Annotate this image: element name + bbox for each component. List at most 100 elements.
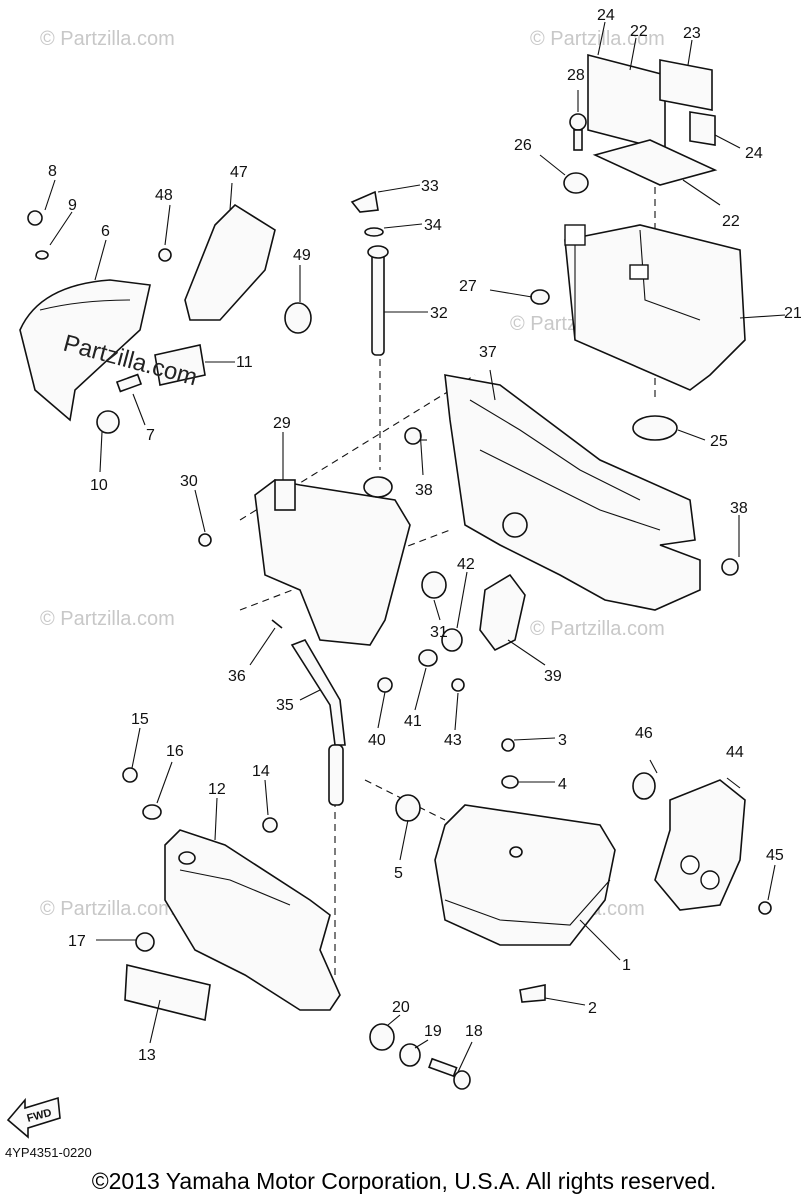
callout-labels: 24 22 23 24 22 28 26 27 21 25 8 9 6 11 7… (48, 7, 802, 1064)
battery-box (564, 224, 746, 391)
plate-23 (659, 59, 713, 111)
filler-hose (350, 190, 389, 356)
callout-label: 22 (630, 23, 648, 40)
bolt-18 (428, 1057, 458, 1078)
callout-label: 44 (726, 744, 744, 761)
callout-label: 26 (514, 137, 532, 154)
copyright-notice: ©2013 Yamaha Motor Corporation, U.S.A. A… (91, 1168, 717, 1194)
tube-32 (371, 249, 385, 356)
pad-7 (115, 373, 143, 393)
callout-label: 8 (48, 163, 57, 180)
mounts-bottom (369, 1023, 471, 1090)
callout-label: 16 (166, 743, 184, 760)
bolt-28 (569, 113, 587, 131)
callout-label: 4 (558, 776, 567, 793)
nut-17 (135, 932, 155, 952)
watermark: © Partzilla.com (40, 608, 175, 630)
washer-16 (142, 804, 162, 820)
grommet-20 (369, 1023, 395, 1051)
grommet-46 (632, 772, 656, 800)
callout-label: 21 (784, 305, 802, 322)
bolt-45 (758, 901, 772, 915)
watermark: © Partzilla.com (530, 618, 665, 640)
callout-label: 6 (101, 223, 110, 240)
callout-label: 14 (252, 763, 270, 780)
screw-15 (122, 767, 138, 783)
callout-label: 10 (90, 477, 108, 494)
callout-label: 28 (567, 67, 585, 84)
pad-24 (689, 111, 716, 146)
callout-label: 31 (430, 624, 448, 641)
callout-label: 19 (424, 1023, 442, 1040)
leader-lines (44, 21, 786, 1073)
callout-label: 38 (730, 500, 748, 517)
drawing-code: 4YP4351-0220 (5, 1145, 92, 1160)
callout-label: 37 (479, 344, 497, 361)
grommet-31 (421, 571, 447, 599)
fwd-arrow-icon: FWD (6, 1096, 61, 1139)
callout-label: 33 (421, 178, 439, 195)
screw-8 (27, 210, 43, 226)
cover-12 (122, 767, 341, 1021)
mounts-center (271, 571, 526, 693)
watermark: © Partzilla.com (530, 28, 665, 50)
callout-label: 48 (155, 187, 173, 204)
bolt-43 (451, 678, 465, 692)
oring-34 (364, 227, 384, 237)
callout-label: 41 (404, 713, 422, 730)
watermark: © Partzilla.com (40, 898, 175, 920)
callout-label: 40 (368, 732, 386, 749)
side-cover-1 (395, 738, 616, 1003)
callout-label: 34 (424, 217, 442, 234)
callout-label: 7 (146, 427, 155, 444)
callout-label: 45 (766, 847, 784, 864)
fasteners-top (530, 113, 678, 441)
collar-27 (530, 289, 550, 305)
callout-label: 24 (597, 7, 615, 24)
callout-label: 18 (465, 1023, 483, 1040)
callout-label: 3 (558, 732, 567, 749)
callout-label: 9 (68, 197, 77, 214)
grommet-26 (563, 172, 589, 194)
washer-9 (35, 250, 49, 260)
callout-label: 24 (745, 145, 763, 162)
plate-22 (587, 53, 666, 152)
left-cover-6 (19, 210, 206, 434)
callout-label: 29 (273, 415, 291, 432)
damper-49 (284, 302, 312, 334)
label-11 (154, 344, 206, 386)
callout-label: 12 (208, 781, 226, 798)
callout-label: 23 (683, 25, 701, 42)
bolt-48 (158, 248, 172, 262)
callout-label: 47 (230, 164, 248, 181)
frame-37 (404, 374, 739, 611)
clip-2 (519, 984, 546, 1003)
callout-label: 25 (710, 433, 728, 450)
battery-plates (587, 53, 718, 186)
sheet-22 (592, 139, 718, 186)
collar-19 (399, 1043, 421, 1067)
grommet-5 (395, 794, 421, 822)
callout-label: 13 (138, 1047, 156, 1064)
tank-29 (198, 476, 411, 646)
grommet-10 (96, 410, 120, 434)
callout-label: 27 (459, 278, 477, 295)
bracket-47 (158, 203, 312, 334)
clip-36 (271, 619, 283, 629)
callout-label: 32 (430, 305, 448, 322)
plate-13 (124, 963, 211, 1021)
callout-label: 1 (622, 957, 631, 974)
bolt-38-upper (404, 427, 422, 445)
callout-label: 36 (228, 668, 246, 685)
cap-33 (350, 190, 379, 213)
callout-label: 49 (293, 247, 311, 264)
collar-42 (441, 628, 463, 652)
bracket-39 (479, 573, 526, 652)
callout-label: 43 (444, 732, 462, 749)
callout-label: 20 (392, 999, 410, 1016)
damper-25 (632, 415, 678, 441)
watermark: © Partzilla.com (40, 28, 175, 50)
callout-label: 17 (68, 933, 86, 950)
washer-4 (501, 775, 519, 789)
